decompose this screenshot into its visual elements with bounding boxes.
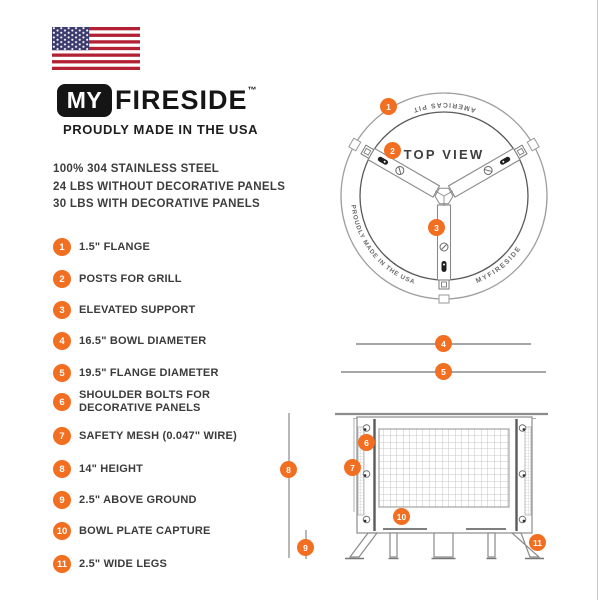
arc-text-myfireside: MYFIRESIDE: [475, 245, 521, 285]
svg-text:PROUDLY MADE IN THE USA: PROUDLY MADE IN THE USA: [349, 204, 416, 286]
logo-name: FIRESIDE: [115, 85, 248, 115]
usa-flag: [52, 27, 140, 70]
feature-number-badge: 6: [53, 393, 71, 411]
trademark-symbol: ™: [247, 85, 257, 95]
tagline: PROUDLY MADE IN THE USA: [63, 122, 259, 137]
shoulder-bolts: [362, 424, 527, 524]
diagram-callout-1: 1: [380, 98, 397, 115]
feature-number-badge: 3: [53, 301, 71, 319]
top-view-drawing: AMERICAS PIT PROUDLY MADE IN THE USA MYF…: [340, 92, 548, 304]
spec-line: 30 LBS WITH DECORATIVE PANELS: [53, 198, 260, 210]
spec-line: 100% 304 STAINLESS STEEL: [53, 163, 220, 175]
feature-number-badge: 8: [53, 460, 71, 478]
feature-number-badge: 4: [53, 332, 71, 350]
feature-label: POSTS FOR GRILL: [79, 272, 182, 285]
feature-item: 11 2.5" WIDE LEGS: [53, 555, 167, 573]
feature-item: 9 2.5" ABOVE GROUND: [53, 491, 197, 509]
feature-number-badge: 10: [53, 522, 71, 540]
feature-label: 16.5" BOWL DIAMETER: [79, 334, 207, 347]
diagram-callout-11: 11: [529, 534, 546, 551]
support-arm: [447, 137, 540, 198]
top-view-label: TOP VIEW: [404, 147, 485, 162]
spec-line: 24 LBS WITHOUT DECORATIVE PANELS: [53, 180, 286, 193]
feature-label: ELEVATED SUPPORT: [79, 303, 196, 316]
side-view-drawing: [335, 412, 548, 560]
legs: [348, 532, 541, 558]
diagram-callout-5: 5: [435, 363, 452, 380]
feature-number-badge: 2: [53, 270, 71, 288]
arc-text-proudly-made: PROUDLY MADE IN THE USA: [349, 204, 415, 286]
diagram-callout-9: 9: [297, 539, 314, 556]
diagram-callout-3: 3: [428, 219, 445, 236]
center-junction: [434, 187, 454, 206]
feature-number-badge: 5: [53, 364, 71, 382]
feature-item: 7 SAFETY MESH (0.047" WIRE): [53, 427, 237, 445]
diagram-callout-6: 6: [358, 434, 375, 451]
feature-number-badge: 9: [53, 491, 71, 509]
feature-item: 5 19.5" FLANGE DIAMETER: [53, 364, 219, 382]
feature-item: 3 ELEVATED SUPPORT: [53, 301, 195, 319]
brand-logo: MY FIRESIDE ™: [57, 84, 257, 117]
safety-mesh: [378, 428, 510, 508]
feature-item: 6 SHOULDER BOLTS FOR DECORATIVE PANELS: [53, 389, 210, 415]
diagram-callout-10: 10: [393, 508, 410, 525]
feature-item: 8 14" HEIGHT: [53, 460, 143, 478]
feature-number-badge: 1: [53, 238, 71, 256]
feature-number-badge: 7: [53, 427, 71, 445]
feature-item: 1 1.5" FLANGE: [53, 238, 150, 256]
feature-label: 14" HEIGHT: [79, 462, 144, 475]
spec-list: 100% 304 STAINLESS STEEL 24 LBS WITHOUT …: [53, 161, 285, 214]
feature-item: 4 16.5" BOWL DIAMETER: [53, 332, 206, 350]
feature-label: 19.5" FLANGE DIAMETER: [79, 366, 219, 379]
diagram-callout-8: 8: [280, 461, 297, 478]
diagram-callout-2: 2: [384, 142, 401, 159]
feature-number-badge: 11: [53, 555, 71, 573]
feature-label: BOWL PLATE CAPTURE: [79, 524, 211, 537]
feature-label: SHOULDER BOLTS FOR DECORATIVE PANELS: [79, 389, 211, 414]
feature-item: 2 POSTS FOR GRILL: [53, 270, 182, 288]
svg-text:MYFIRESIDE: MYFIRESIDE: [475, 245, 523, 285]
feature-label: SAFETY MESH (0.047" WIRE): [79, 429, 237, 442]
diagram-callout-7: 7: [344, 459, 361, 476]
feature-item: 10 BOWL PLATE CAPTURE: [53, 522, 211, 540]
feature-label: 1.5" FLANGE: [79, 240, 150, 253]
logo-my-badge: MY: [57, 84, 112, 117]
diagram-callout-4: 4: [435, 335, 452, 352]
feature-label: 2.5" ABOVE GROUND: [79, 493, 197, 506]
feature-label: 2.5" WIDE LEGS: [79, 557, 168, 570]
